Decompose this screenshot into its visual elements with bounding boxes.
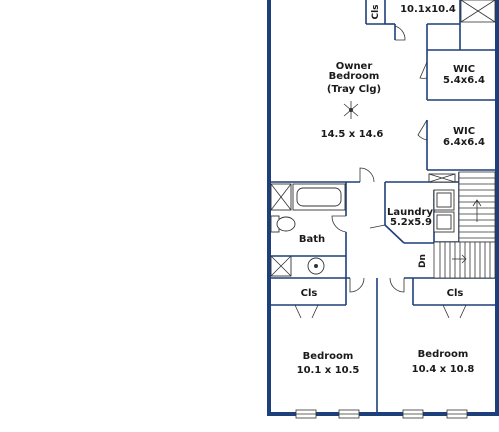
top-room-size: 10.1x10.4 bbox=[400, 4, 456, 15]
doors bbox=[294, 25, 467, 319]
wic-1-label: WIC bbox=[453, 64, 475, 75]
laundry-label: Laundry bbox=[387, 207, 433, 218]
wic-2-size: 6.4x6.4 bbox=[443, 137, 485, 148]
bath-fixtures bbox=[269, 183, 346, 277]
stairs-down-label: Dn bbox=[418, 254, 428, 268]
bedroom-left-label: Bedroom bbox=[303, 351, 354, 362]
skylight-box bbox=[460, 0, 496, 23]
wic-1-size: 5.4x6.4 bbox=[443, 75, 485, 86]
owner-bedroom-line3: (Tray Clg) bbox=[327, 84, 381, 95]
owner-bedroom-line1: Owner bbox=[336, 61, 373, 72]
ceiling-fan-icon bbox=[343, 101, 359, 119]
laundry-fixtures bbox=[428, 173, 456, 233]
windows bbox=[295, 409, 468, 419]
top-closet-label: Cls bbox=[371, 4, 381, 19]
bedroom-right-size: 10.4 x 10.8 bbox=[412, 364, 475, 375]
staircase bbox=[433, 171, 496, 279]
owner-bedroom-line2: Bedroom bbox=[329, 71, 380, 82]
bath-label: Bath bbox=[299, 234, 325, 245]
bedroom-right-label: Bedroom bbox=[418, 349, 469, 360]
wic-2-label: WIC bbox=[453, 126, 475, 137]
laundry-size: 5.2x5.9 bbox=[390, 217, 432, 228]
closet-left-label: Cls bbox=[301, 288, 318, 299]
bedroom-left-size: 10.1 x 10.5 bbox=[297, 365, 360, 376]
owner-bedroom-size: 14.5 x 14.6 bbox=[321, 129, 384, 140]
closet-right-label: Cls bbox=[447, 288, 464, 299]
